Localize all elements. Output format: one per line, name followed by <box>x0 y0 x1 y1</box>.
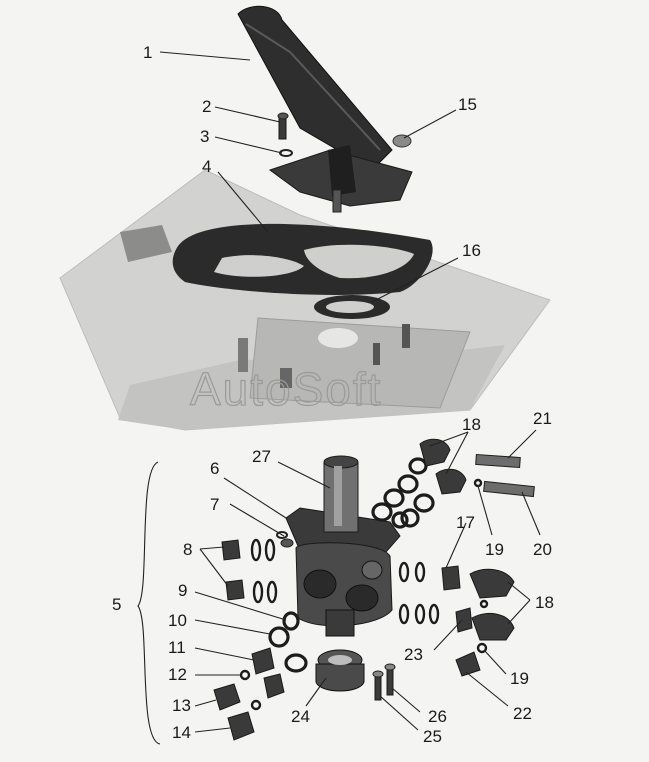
callout-4: 4 <box>202 157 211 176</box>
callout-27: 27 <box>252 447 271 466</box>
callout-labels: 1 2 3 4 5 6 7 8 9 10 11 12 13 14 15 16 1… <box>112 43 554 746</box>
bolt-26 <box>386 666 394 696</box>
brake-valve-body <box>285 455 401 637</box>
callout-19-lower: 19 <box>510 669 529 688</box>
cup-24 <box>315 649 365 692</box>
bolt-2 <box>278 116 287 140</box>
callout-11: 11 <box>168 638 186 657</box>
callout-1: 1 <box>143 43 152 62</box>
callout-8: 8 <box>183 540 192 559</box>
assembly-brace <box>137 461 161 745</box>
gasket-4 <box>172 223 433 295</box>
callout-16: 16 <box>462 241 481 260</box>
callout-5: 5 <box>112 595 121 614</box>
callout-18-lower: 18 <box>535 593 554 612</box>
callout-6: 6 <box>210 459 219 478</box>
callout-23: 23 <box>404 645 423 664</box>
callout-19-top: 19 <box>485 540 504 559</box>
callout-7: 7 <box>210 495 219 514</box>
watermark-text: AutoSoft <box>190 363 382 415</box>
callout-17: 17 <box>456 513 475 532</box>
callout-21: 21 <box>533 409 552 428</box>
leader-lines <box>159 51 541 733</box>
callout-9: 9 <box>178 581 187 600</box>
callout-24: 24 <box>291 707 310 726</box>
callout-12: 12 <box>168 665 187 684</box>
callout-2: 2 <box>202 97 211 116</box>
callout-26: 26 <box>428 707 447 726</box>
left-fittings <box>213 531 308 741</box>
callout-22: 22 <box>513 704 532 723</box>
callout-10: 10 <box>168 611 187 630</box>
bolt-26-head <box>384 663 396 671</box>
callout-18-top: 18 <box>462 415 481 434</box>
callout-3: 3 <box>200 127 209 146</box>
brake-pedal-lever <box>237 5 393 171</box>
callout-14: 14 <box>172 723 191 742</box>
bolt-25-head <box>372 670 384 678</box>
callout-15: 15 <box>458 95 477 114</box>
pedal-bracket <box>268 145 413 213</box>
right-fittings <box>371 438 535 677</box>
callout-20: 20 <box>533 540 552 559</box>
bolt-2-head <box>277 112 289 120</box>
cap-15 <box>392 134 412 148</box>
floor-panel <box>59 169 551 431</box>
callout-25: 25 <box>423 727 442 746</box>
gasket-16 <box>314 295 390 319</box>
callout-13: 13 <box>172 696 191 715</box>
